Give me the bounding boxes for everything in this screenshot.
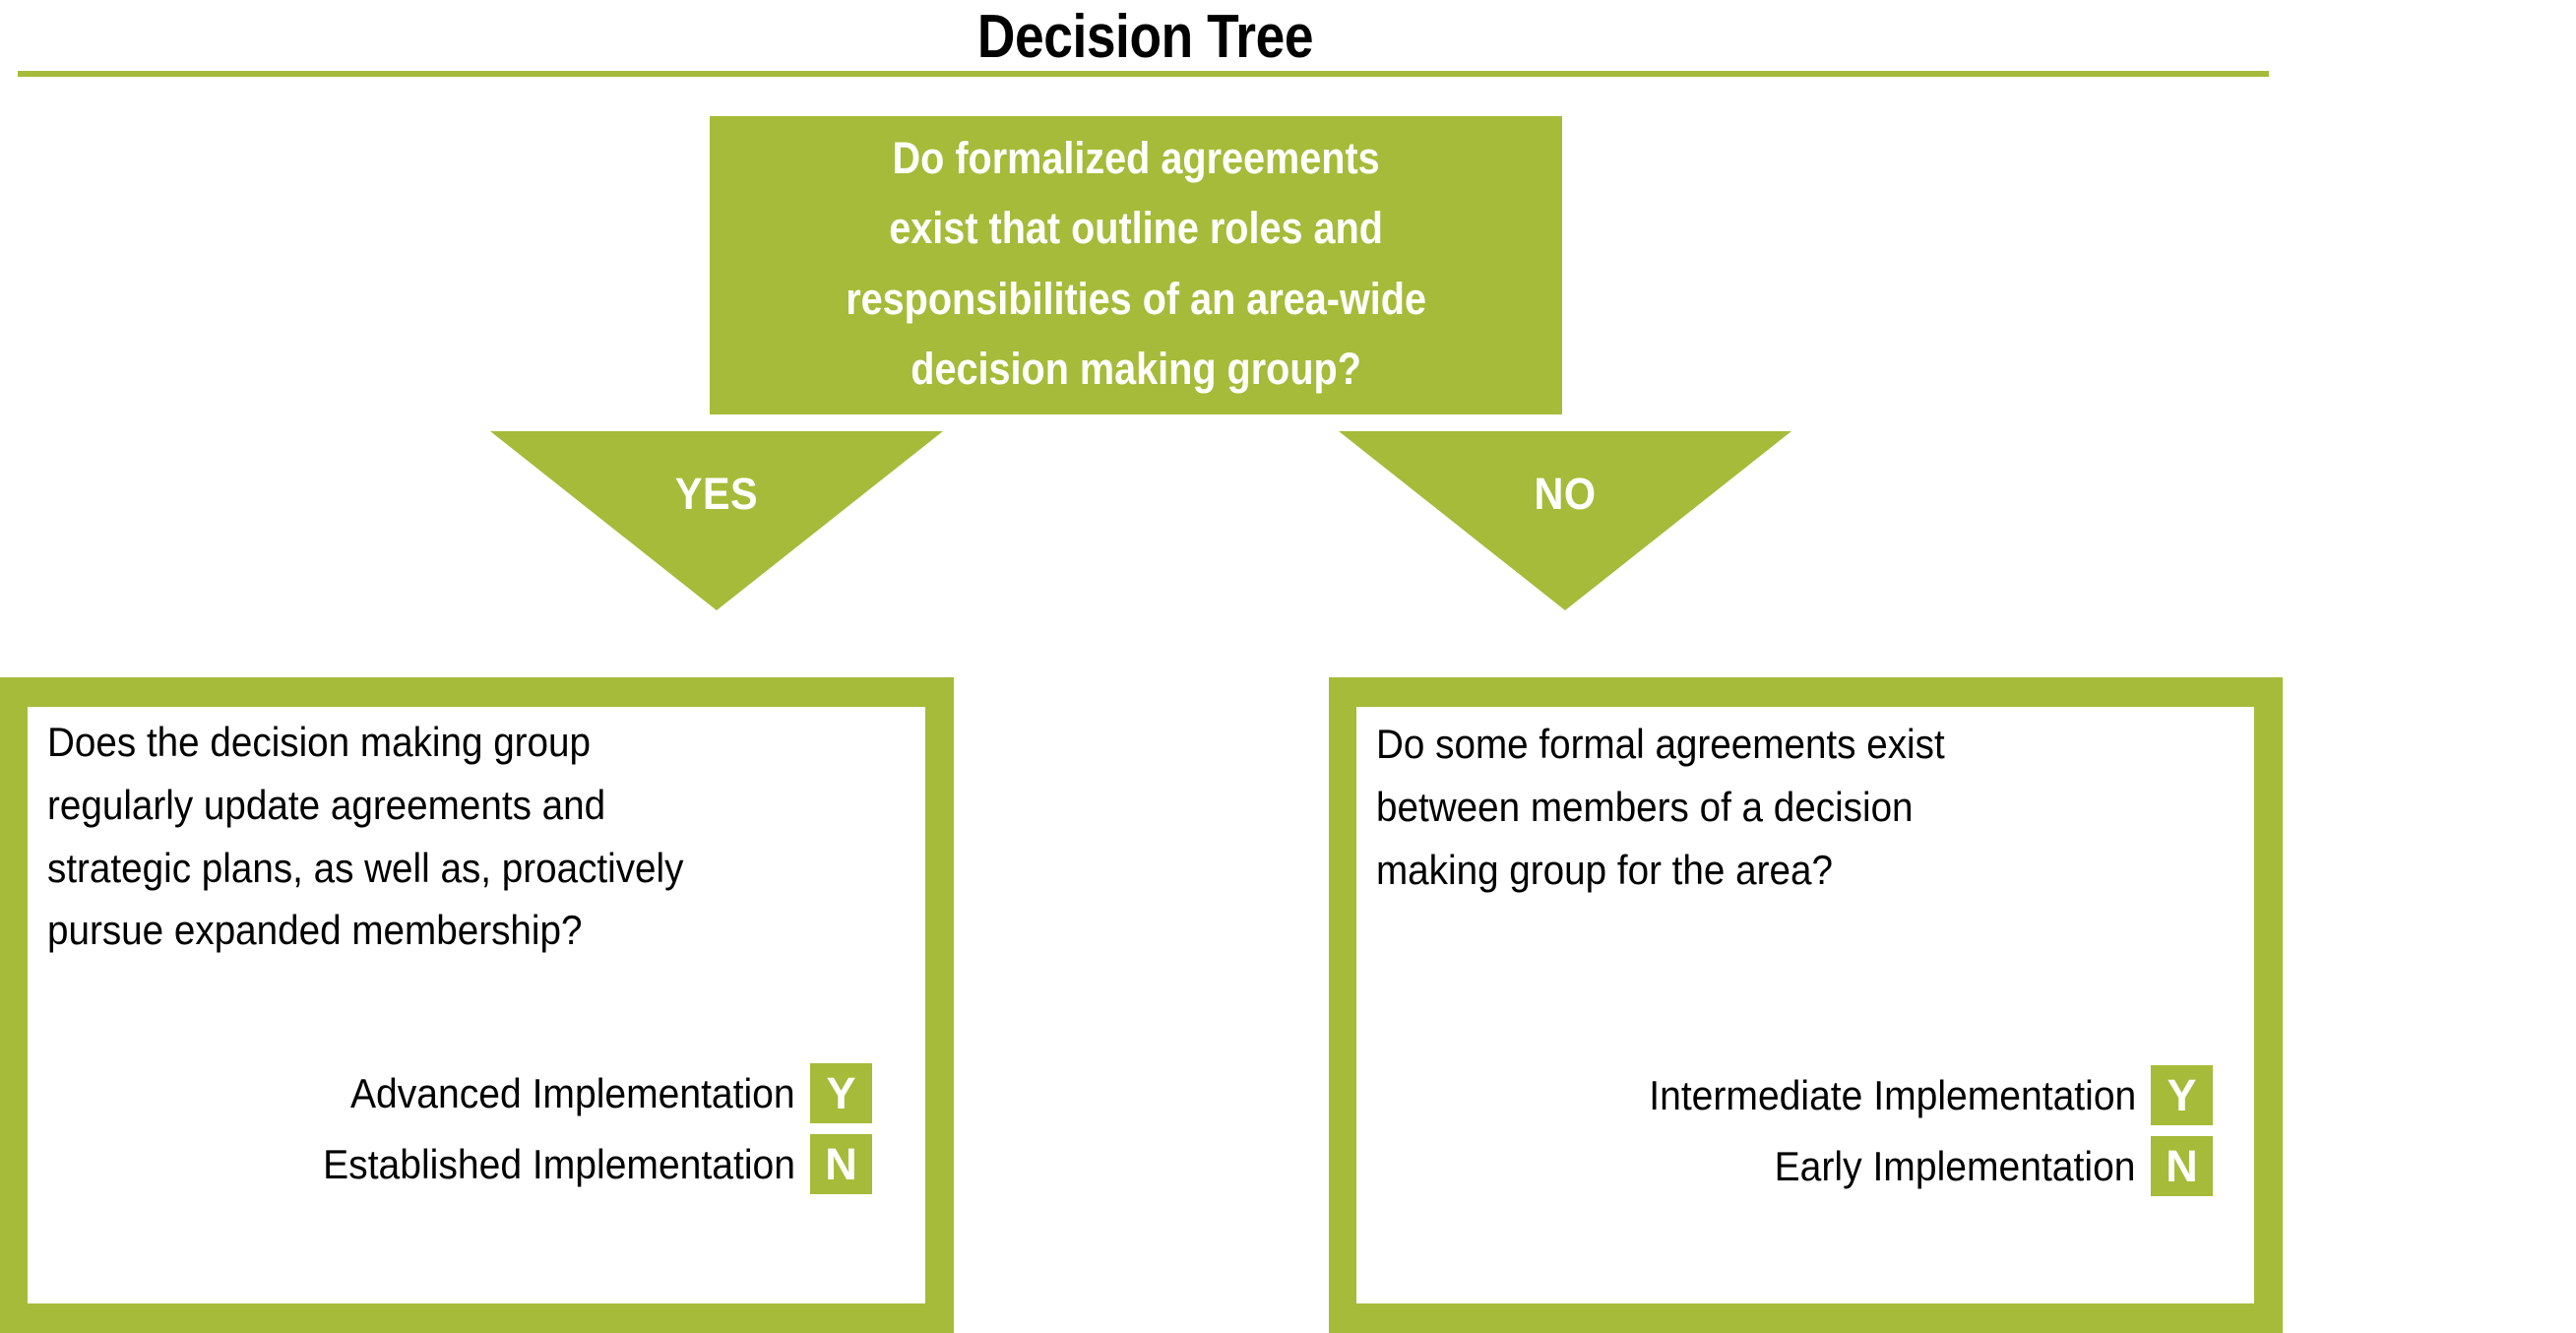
outcome-yes-result-badge: N bbox=[810, 1134, 872, 1194]
page-title: Decision Tree bbox=[976, 3, 1314, 71]
down-arrow-icon bbox=[490, 431, 943, 610]
outcome-no-result-badge: N bbox=[2151, 1136, 2213, 1196]
outcome-no-result-badge: Y bbox=[2151, 1065, 2213, 1125]
outcome-no-result-label: Early Implementation bbox=[1775, 1142, 2136, 1189]
outcome-box-yes-inner bbox=[28, 707, 925, 1303]
branch-arrow-no-label: NO bbox=[1534, 469, 1597, 519]
outcome-yes-question-text: Does the decision making group regularly… bbox=[47, 719, 684, 954]
outcome-yes-result-row: Established Implementation N bbox=[59, 1134, 872, 1194]
outcome-box-no bbox=[1329, 677, 2283, 1333]
outcome-no-result-label: Intermediate Implementation bbox=[1648, 1071, 2136, 1118]
outcome-yes-result-label: Established Implementation bbox=[323, 1140, 795, 1187]
outcome-no-question-text: Do some formal agreements exist between … bbox=[1376, 721, 1945, 893]
outcome-yes-result-badge: Y bbox=[810, 1063, 872, 1123]
down-arrow-icon bbox=[1339, 431, 1791, 610]
branch-arrow-yes: YES bbox=[490, 431, 943, 610]
outcome-box-no-inner bbox=[1356, 707, 2254, 1303]
outcome-yes-result-label: Advanced Implementation bbox=[350, 1069, 795, 1116]
outcome-no-result-row: Early Implementation N bbox=[1388, 1136, 2213, 1196]
outcome-yes-result-row: Advanced Implementation Y bbox=[59, 1063, 872, 1123]
outcome-box-yes bbox=[0, 677, 954, 1333]
title-divider bbox=[18, 71, 2269, 77]
branch-arrow-no: NO bbox=[1339, 431, 1791, 610]
root-question-text: Do formalized agreements exist that outl… bbox=[846, 133, 1426, 394]
branch-arrow-yes-label: YES bbox=[674, 469, 759, 519]
root-question-box: Do formalized agreements exist that outl… bbox=[710, 116, 1562, 414]
outcome-no-result-row: Intermediate Implementation Y bbox=[1388, 1065, 2213, 1125]
